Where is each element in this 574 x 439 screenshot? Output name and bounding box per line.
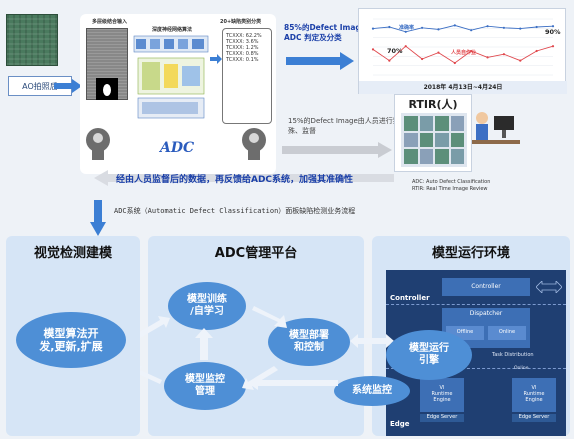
class-item: TCXXX: 62.2% xyxy=(226,33,262,39)
runtime-title: 模型运行环境 xyxy=(431,246,510,261)
data-point xyxy=(437,28,440,31)
accuracy-line-chart: 准确率 90% 70% 人员自作业 2018年 4月13日~4月24日 xyxy=(358,8,567,94)
legend-adc: ADC: Auto Defect Classification xyxy=(412,179,491,185)
legend-rtir: RTIR: Real Time Image Review xyxy=(412,186,488,192)
data-point xyxy=(404,30,407,33)
stage-network-title: 深度神经网络算法 xyxy=(152,27,193,33)
human-head-icon xyxy=(86,128,110,160)
training-node: 模型训练 /自学习 xyxy=(168,282,246,330)
controller-box: Controller xyxy=(442,278,530,296)
online-small-label: Online xyxy=(514,366,529,371)
series-line xyxy=(372,24,554,33)
system-monitor-node: 系统监控 xyxy=(334,376,410,406)
online-box: Online xyxy=(488,326,526,340)
rtir-title: RTIR(人) xyxy=(408,98,458,111)
data-point xyxy=(486,56,489,59)
stage-arrow-icon xyxy=(210,54,222,64)
defect-mask-image xyxy=(96,78,118,100)
line-chart-plot: 准确率 90% 70% 人员自作业 xyxy=(371,18,561,76)
manual-review-text-line2: 殊、监督 xyxy=(288,127,316,135)
auto-classification-text-line2: ADC 判定及分类 xyxy=(284,33,342,42)
data-point xyxy=(437,51,440,54)
runtime-engine-node: 模型运行 引擎 xyxy=(386,330,472,380)
data-point xyxy=(486,25,489,28)
task-distribution-label: Task Distribution xyxy=(492,352,534,358)
data-point xyxy=(519,27,522,30)
data-point xyxy=(535,25,538,29)
data-point xyxy=(371,27,375,30)
classification-result-box: TCXXX: 62.2% TCXXX: 3.6% TCXXX: 1.2% TCX… xyxy=(222,28,272,124)
defect-image-thumbnail xyxy=(6,14,58,66)
data-point xyxy=(404,45,407,48)
algorithm-dev-node: 模型算法开 发,更新,扩展 xyxy=(16,312,126,368)
class-item: TCXXX: 1.2% xyxy=(226,45,259,51)
data-point xyxy=(453,24,456,27)
monitor-to-platform-arrow-icon xyxy=(248,376,338,390)
series-line xyxy=(372,45,554,64)
data-point xyxy=(453,61,456,65)
adc-process-panel: 多层级结合输入 深度神经网络算法 20+缺陷类别分类 TCXXX: 62.2% … xyxy=(80,14,276,174)
modeling-title: 视觉检测建模 xyxy=(33,246,112,261)
chart-date-caption: 2018年 4月13日~4月24日 xyxy=(359,81,567,94)
deploy-to-runtime-arrow-icon xyxy=(350,334,394,348)
rtir-image-grid xyxy=(401,113,467,167)
runtime-engine-box: VI Runtime Engine xyxy=(420,378,464,412)
controller-divider xyxy=(386,304,566,305)
data-point xyxy=(551,25,555,28)
arrow-to-chart-icon xyxy=(286,52,354,70)
stage-classify-title: 20+缺陷类别分类 xyxy=(220,19,262,25)
edge-label: Edge xyxy=(390,420,410,428)
data-point xyxy=(470,29,473,32)
flow-title: ADC系统（Automatic Defect Classification）面板… xyxy=(114,207,356,215)
arrow-to-adc-icon xyxy=(54,79,82,93)
platform-cycle-arrows-icon xyxy=(140,306,287,390)
neural-network-diagram-icon xyxy=(133,35,209,119)
monitor-management-node: 模型监控 管理 xyxy=(164,362,246,410)
class-item: TCXXX: 0.8% xyxy=(226,51,259,57)
edge-server-label: Edge Server xyxy=(420,414,464,422)
stage-input-title: 多层级结合输入 xyxy=(92,19,128,25)
annotation-90: 90% xyxy=(545,28,561,36)
data-point xyxy=(470,49,473,53)
data-point xyxy=(502,53,506,56)
data-point xyxy=(420,57,424,61)
series-label-accuracy: 准确率 xyxy=(399,24,414,31)
series-label-manual: 人员自作业 xyxy=(450,49,476,56)
edge-divider xyxy=(386,368,566,369)
manual-review-text-line1: 15%的Defect Image由人员进行判 xyxy=(288,117,400,125)
auto-classification-text-line1: 85%的Defect Image由 xyxy=(284,23,374,32)
operator-at-desk-icon xyxy=(472,112,520,144)
class-item: TCXXX: 3.6% xyxy=(226,39,259,45)
rtir-panel: RTIR(人) xyxy=(394,94,472,172)
feedback-arrow-icon xyxy=(94,170,394,186)
human-head-icon xyxy=(242,128,266,160)
platform-title: ADC管理平台 xyxy=(214,246,298,261)
adc-label: ADC xyxy=(160,140,195,156)
class-item: TCXXX: 0.1% xyxy=(226,57,259,63)
data-point xyxy=(535,49,538,53)
down-arrow-icon xyxy=(90,200,106,236)
feedback-text: 经由人员监督后的数据，再反馈给ADC系统，加强其准确性 xyxy=(116,175,354,185)
data-point xyxy=(502,26,506,29)
data-point xyxy=(388,59,391,62)
data-point xyxy=(551,45,555,48)
edge-server-label: Edge Server xyxy=(512,414,556,422)
controller-label: Controller xyxy=(390,294,430,302)
data-point xyxy=(371,48,375,51)
runtime-engine-box: VI Runtime Engine xyxy=(512,378,556,412)
data-point xyxy=(388,25,391,29)
data-point xyxy=(420,26,424,29)
annotation-70: 70% xyxy=(387,47,403,55)
arrow-to-rtir-icon xyxy=(282,142,392,158)
bidirectional-arrow-icon xyxy=(536,281,562,293)
data-point xyxy=(519,59,522,62)
